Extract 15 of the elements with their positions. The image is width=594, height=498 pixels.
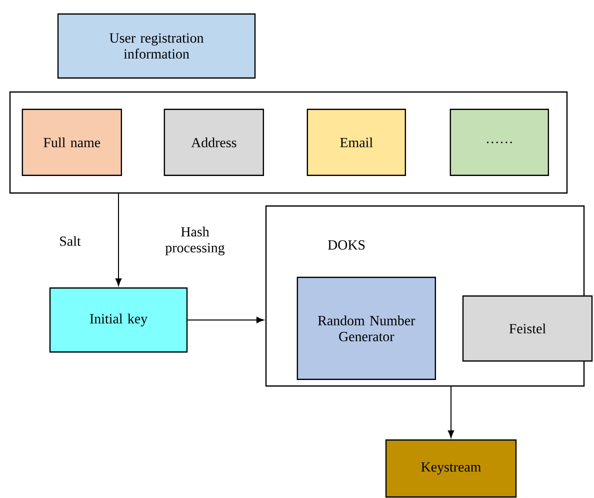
note-text: Hash processing — [165, 226, 225, 256]
box-heading: DOKS — [328, 240, 365, 250]
process-box: Random Number Generator — [296, 276, 436, 380]
heading-box: User registration information — [57, 13, 256, 79]
process-box: …… — [450, 108, 549, 176]
process-box: Email — [306, 108, 406, 176]
process-box: Keystream — [385, 439, 517, 498]
note-text: Salt — [60, 236, 81, 246]
arrow — [187, 316, 264, 324]
arrow — [115, 193, 122, 286]
process-box: Initial key — [49, 287, 188, 353]
process-box: Feistel — [462, 295, 593, 362]
process-box: Address — [164, 108, 264, 176]
arrow — [448, 386, 454, 438]
process-box: Full name — [22, 108, 122, 176]
